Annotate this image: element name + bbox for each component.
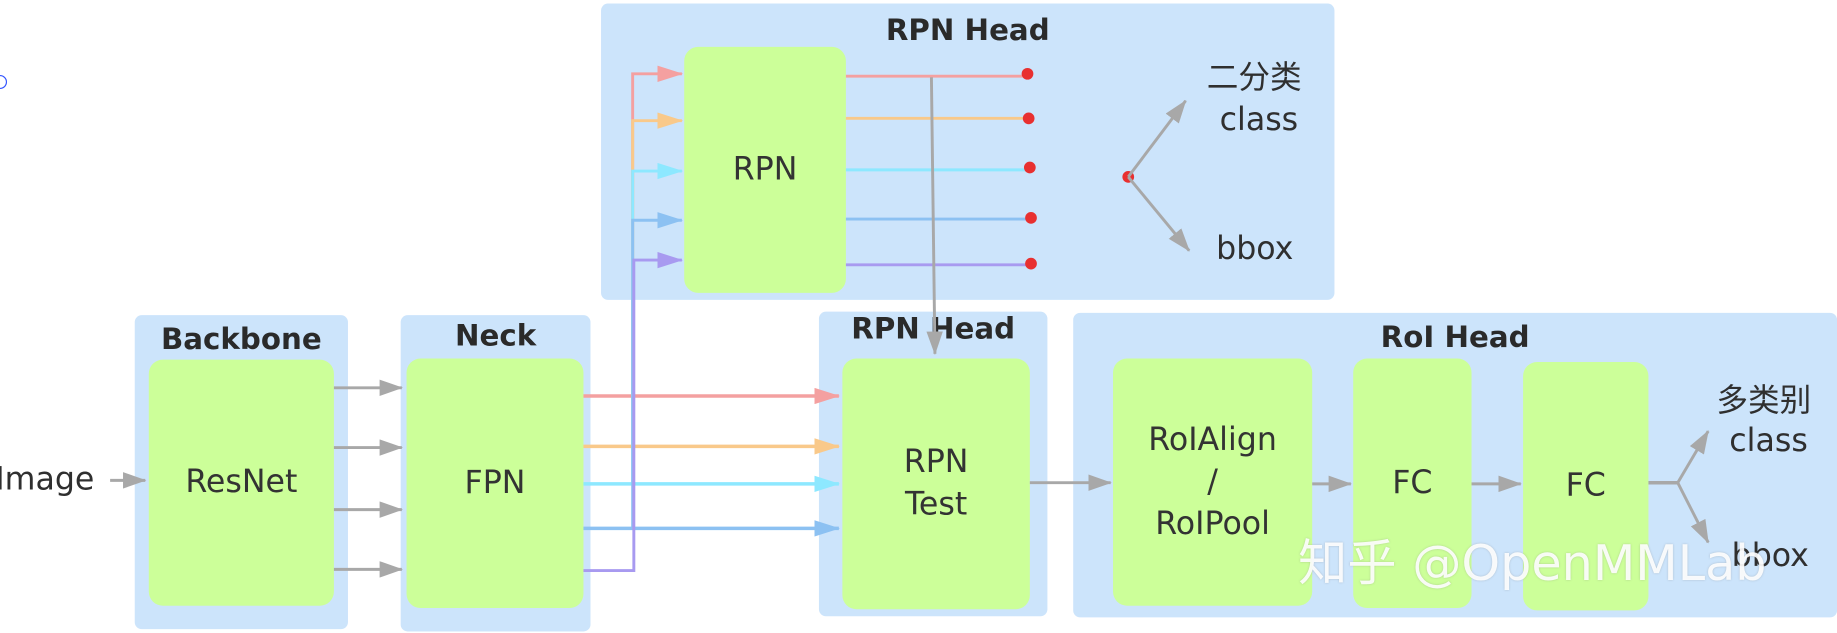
arrow-rpn-to-class	[1127, 99, 1187, 178]
rpn-out-dot-4	[1025, 212, 1037, 224]
backbone-title: Backbone	[160, 322, 322, 357]
resnet-module: ResNet	[148, 359, 334, 606]
roialign-line2: /	[1207, 463, 1218, 500]
rpn-module: RPN	[684, 46, 846, 293]
binary-cls-zh-label: 二分类	[1206, 59, 1302, 97]
rpn-test-module: RPN Test	[842, 358, 1030, 610]
riser-level-5	[583, 251, 684, 573]
roialign-module: RoIAlign / RoIPool	[1113, 358, 1313, 606]
roialign-line1: RoIAlign	[1148, 421, 1277, 458]
fc1-module-label: FC	[1392, 464, 1433, 501]
neck-title: Neck	[454, 318, 537, 353]
arrow-roi-to-bbox	[1676, 482, 1710, 544]
rpn-test-line2: Test	[904, 486, 968, 523]
input-image-label: Image	[0, 461, 95, 498]
rpn-bbox-label: bbox	[1216, 230, 1294, 268]
multi-cls-en-label: class	[1729, 422, 1808, 460]
riser-level-3	[631, 162, 684, 484]
rpn-out-dot-3	[1023, 161, 1036, 174]
fpn-module: FPN	[406, 358, 584, 609]
rpn-out-dot-5	[1025, 257, 1037, 270]
rpn-out-dot-1	[1021, 67, 1034, 80]
fc1-module: FC	[1353, 358, 1472, 609]
binary-cls-en-label: class	[1219, 101, 1299, 139]
roi-bbox-label: bbox	[1731, 537, 1809, 575]
arrow-rpn-to-rpntest	[926, 77, 943, 355]
roi-head-title: RoI Head	[1380, 319, 1530, 354]
arrow-roi-to-class	[1676, 430, 1710, 484]
arrow-rpn-to-bbox	[1127, 175, 1191, 252]
fpn-module-label: FPN	[464, 464, 526, 501]
roialign-line3: RoIPool	[1155, 505, 1270, 542]
rpn-out-dot-2	[1022, 112, 1035, 125]
resnet-module-label: ResNet	[185, 463, 298, 501]
rpn-module-label: RPN	[732, 151, 798, 188]
fc2-module: FC	[1523, 362, 1649, 611]
watermark: 知乎 @OpenMMLab	[1298, 534, 1767, 592]
rpn-head-top-title: RPN Head	[885, 12, 1050, 47]
rpn-test-line1: RPN	[903, 444, 969, 481]
fc2-module-label: FC	[1565, 467, 1606, 504]
multi-cls-zh-label: 多类别	[1716, 383, 1812, 420]
